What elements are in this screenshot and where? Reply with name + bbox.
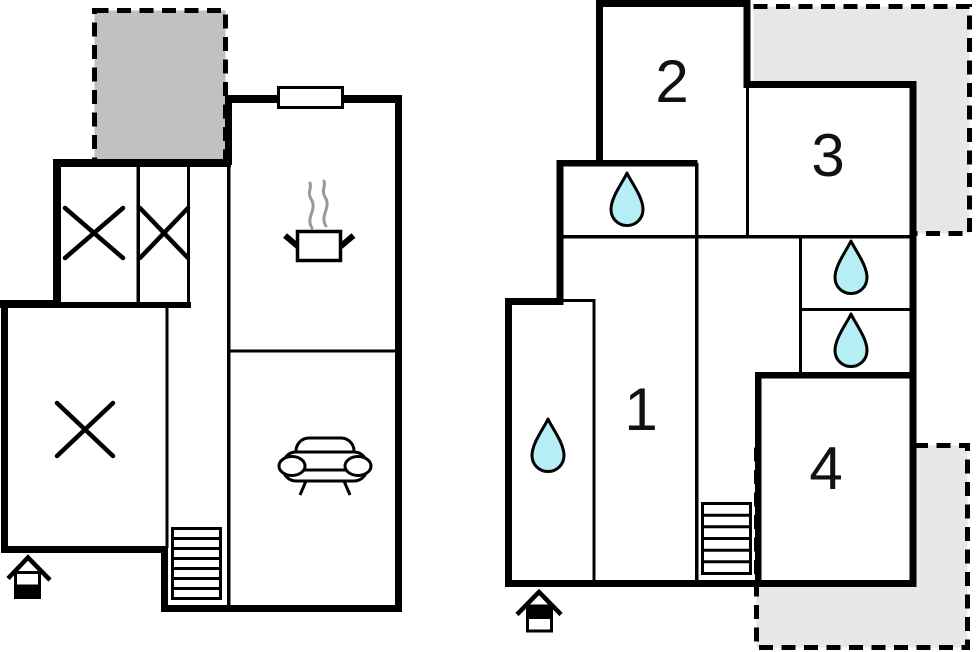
stairs-icon (171, 527, 222, 600)
wall (755, 372, 916, 379)
steam-line (321, 179, 329, 228)
room-number-4: 4 (809, 435, 842, 502)
wall (556, 160, 564, 305)
terrace-area-ground (92, 8, 228, 165)
wall (743, 0, 751, 87)
wall (225, 95, 232, 165)
water-drop-icons (530, 171, 869, 473)
room-number-1: 1 (624, 376, 657, 443)
wall (0, 300, 61, 308)
wall (596, 0, 750, 7)
wall (743, 81, 917, 88)
stairs-icon (701, 502, 752, 575)
room-4-floor (755, 373, 916, 580)
entrance-house-icon (515, 588, 563, 633)
wall (746, 88, 749, 235)
room-number-2: 2 (655, 48, 688, 115)
wall (562, 299, 595, 302)
wall (562, 235, 910, 239)
ground-floor-walls (0, 95, 402, 612)
wardrobe-x-icons (54, 205, 191, 459)
water-drop-icon (833, 312, 869, 368)
wall (755, 372, 762, 580)
sofa-armrest (277, 455, 307, 477)
wardrobe-x-icon (54, 400, 116, 459)
wall (799, 308, 910, 311)
water-drop-icon (609, 171, 645, 227)
wardrobe-x-icon (62, 205, 126, 261)
entrance-house-icon (6, 554, 52, 599)
wall (57, 302, 191, 308)
wall (596, 0, 603, 165)
steam-line (307, 181, 315, 230)
wardrobe-x-icon (137, 205, 191, 261)
wall (505, 298, 563, 305)
water-drop-icon (530, 417, 566, 473)
sofa-leg (298, 480, 308, 496)
wall (1, 546, 168, 553)
upper-floor-plan: 1 2 3 4 (505, 0, 972, 650)
wall (556, 160, 698, 167)
wall (161, 546, 168, 612)
upper-floor-walls (505, 0, 917, 587)
ground-floor-plan (0, 8, 402, 612)
wall (161, 605, 402, 612)
sofa-icon (277, 436, 373, 496)
sofa-armrest (343, 455, 373, 477)
room-3-floor (746, 84, 916, 235)
entrance-body-filled-half (15, 584, 40, 598)
wall (505, 580, 917, 587)
wall (229, 349, 396, 353)
wall (505, 298, 512, 587)
wall (136, 163, 140, 304)
wall (695, 163, 699, 580)
steam-icon (307, 179, 329, 230)
entrance-roof (515, 588, 563, 617)
wall (165, 306, 169, 548)
wall (187, 163, 190, 304)
pot-body (295, 229, 343, 263)
pot-handle (338, 233, 356, 249)
wall (227, 163, 231, 608)
stove-pot-icon (283, 229, 356, 263)
room-number-3: 3 (811, 122, 844, 189)
stairs-outline (171, 527, 222, 600)
entrance-roof (6, 554, 52, 582)
wall (592, 299, 596, 580)
wall (57, 159, 231, 167)
wall (1, 300, 8, 553)
wall (799, 237, 802, 372)
wall (395, 95, 402, 612)
window-icon (277, 86, 344, 109)
wall (53, 159, 61, 306)
sofa-leg (342, 480, 352, 496)
water-drop-icon (833, 239, 869, 295)
wall (909, 81, 917, 587)
entrance-body-filled-half (527, 606, 552, 619)
